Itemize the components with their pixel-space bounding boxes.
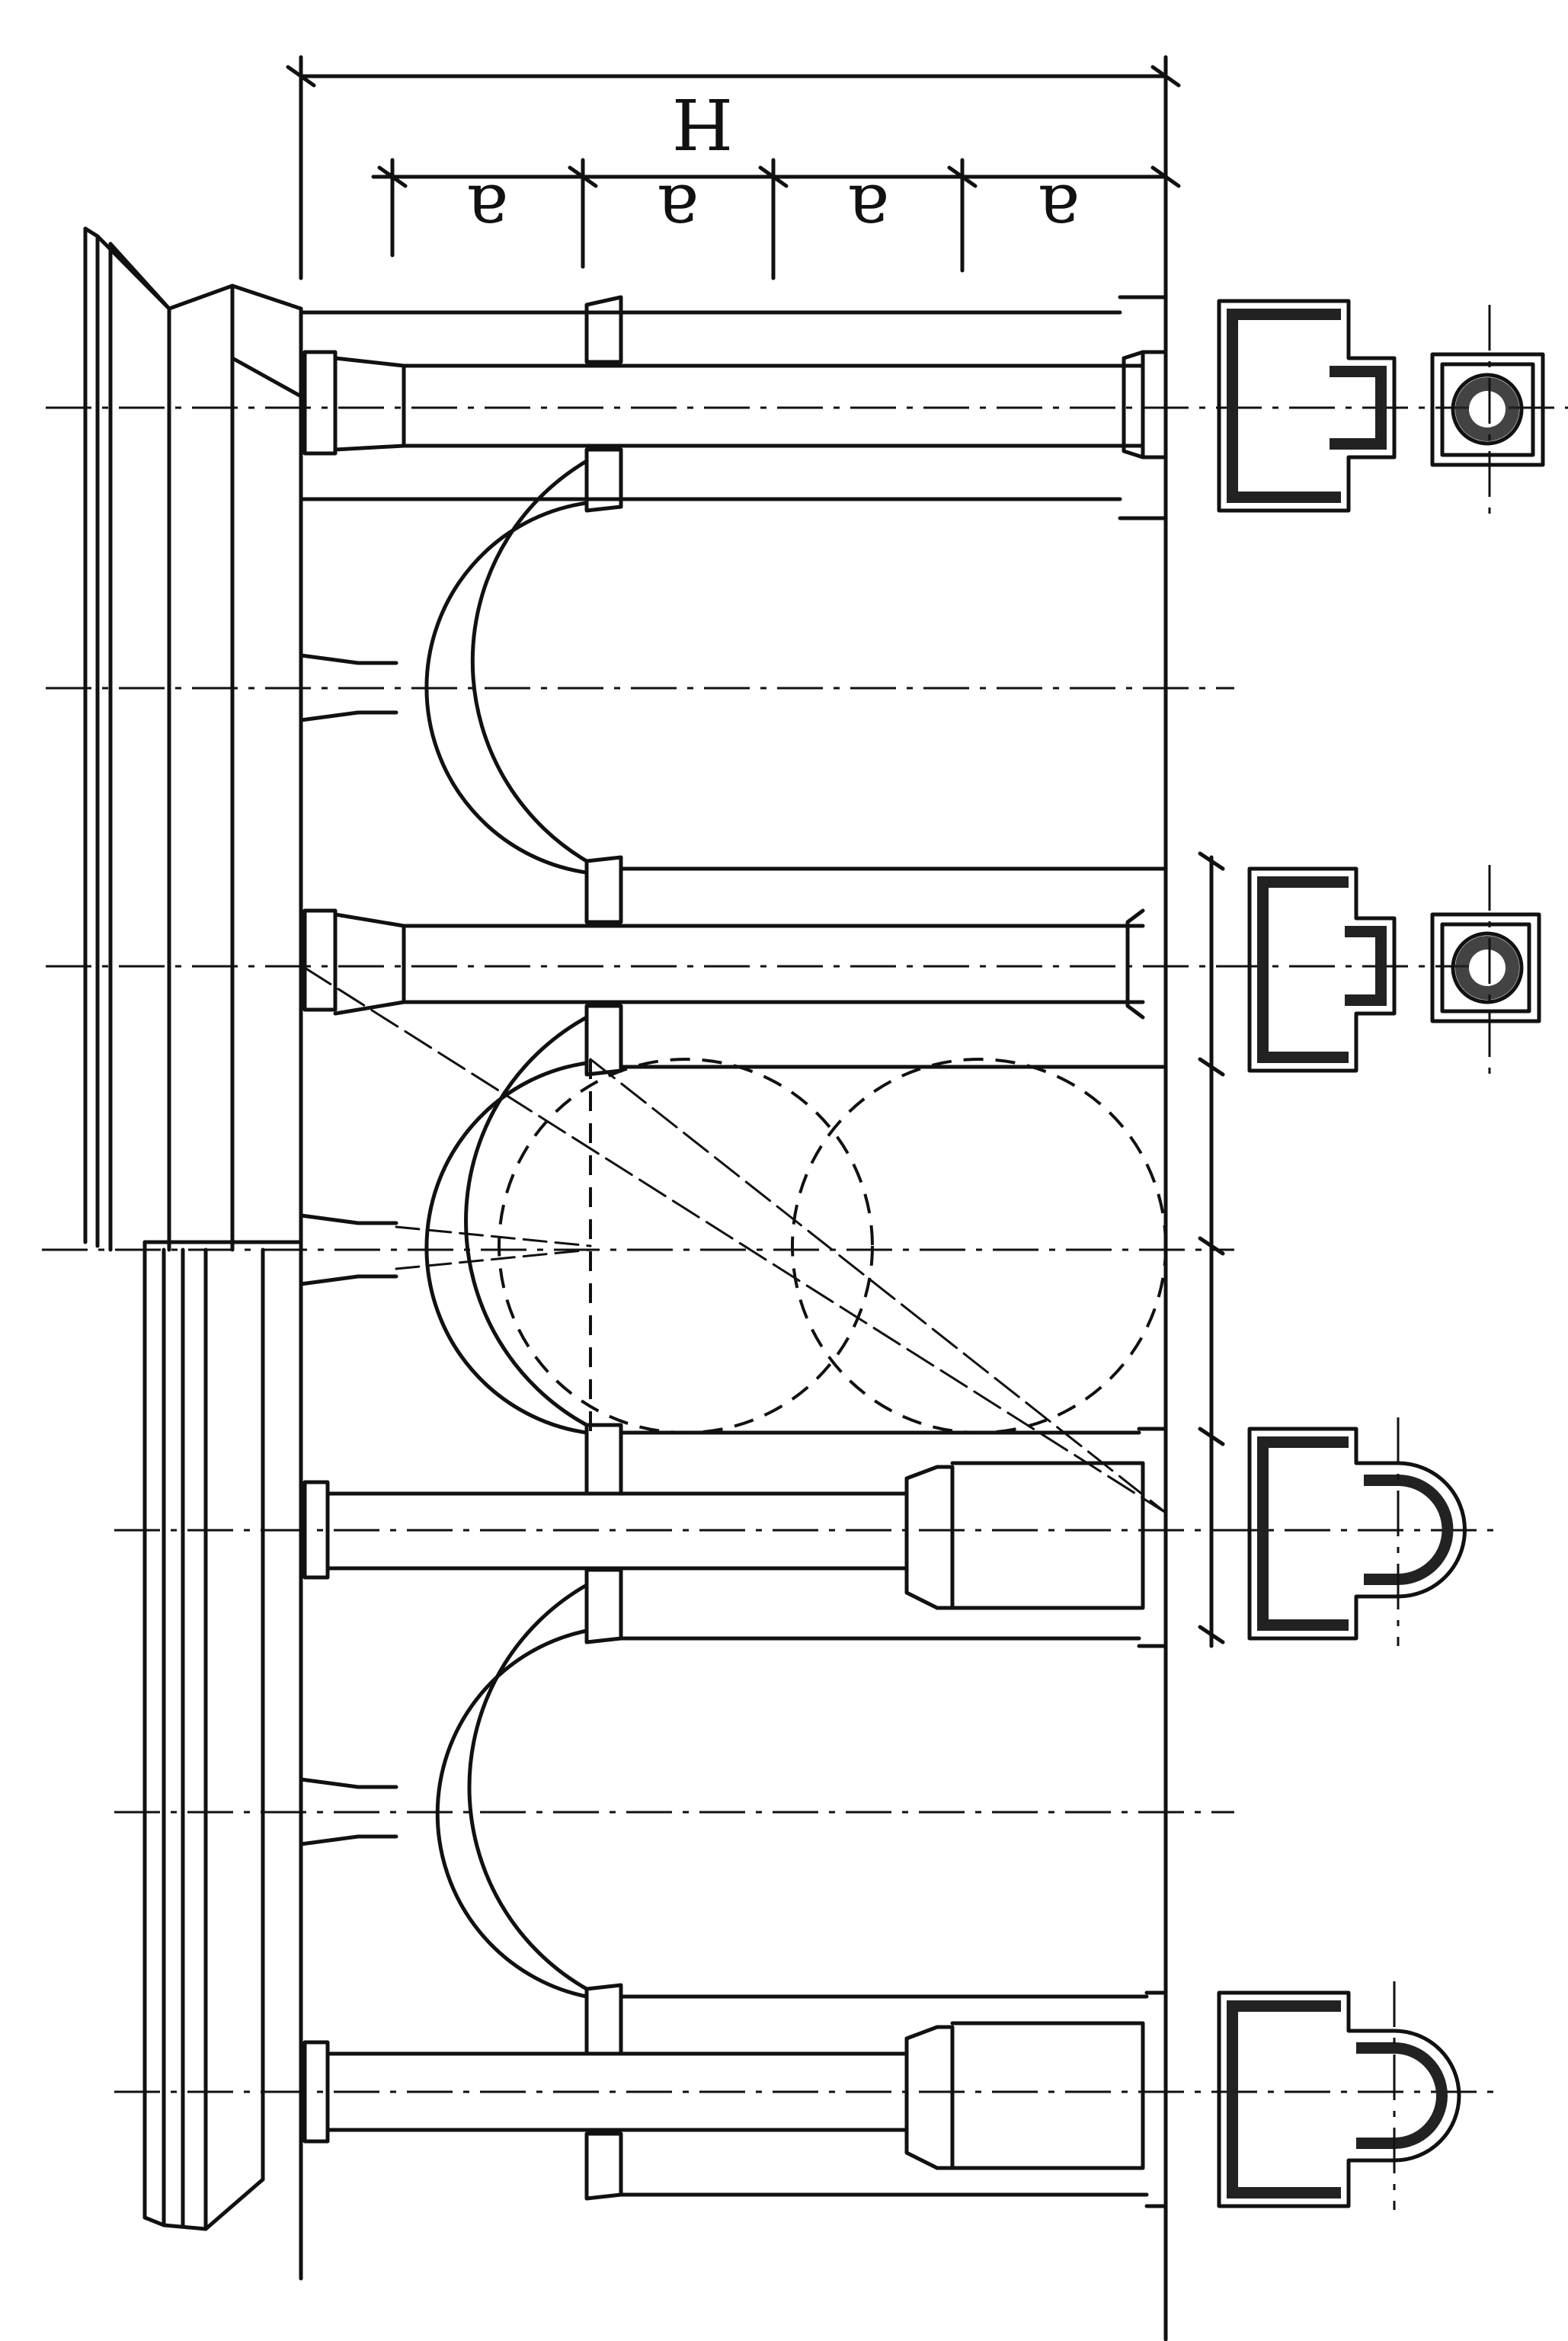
dimension-label-part-2: a	[658, 169, 699, 251]
center-axes	[42, 406, 1568, 2093]
column-3	[302, 1423, 1168, 1648]
entablature-lower	[142, 1240, 303, 2231]
entablature-upper	[83, 226, 303, 2281]
right-dimension-line	[1198, 851, 1225, 1648]
arch-3	[299, 1583, 589, 1999]
construction-geometry	[303, 966, 1167, 1514]
dimension-label-part-1: a	[467, 169, 509, 251]
arch-2	[299, 1015, 589, 1435]
pier-section-2	[1247, 866, 1541, 1073]
column-2	[302, 855, 1168, 1077]
dimension-label-total: H	[672, 82, 733, 164]
dimension-label-part-3: a	[848, 169, 890, 251]
arch-1	[299, 459, 589, 875]
pier-section-3	[1247, 1427, 1467, 1641]
dimension-lines: H a a a a	[286, 55, 1181, 1717]
column-1	[299, 295, 1168, 520]
plan-axes	[1393, 305, 1491, 2210]
pier-section-1	[1217, 299, 1545, 513]
pier-section-4	[1217, 1990, 1461, 2208]
column-4	[302, 1983, 1168, 2208]
dimension-label-part-4: a	[1038, 169, 1080, 251]
